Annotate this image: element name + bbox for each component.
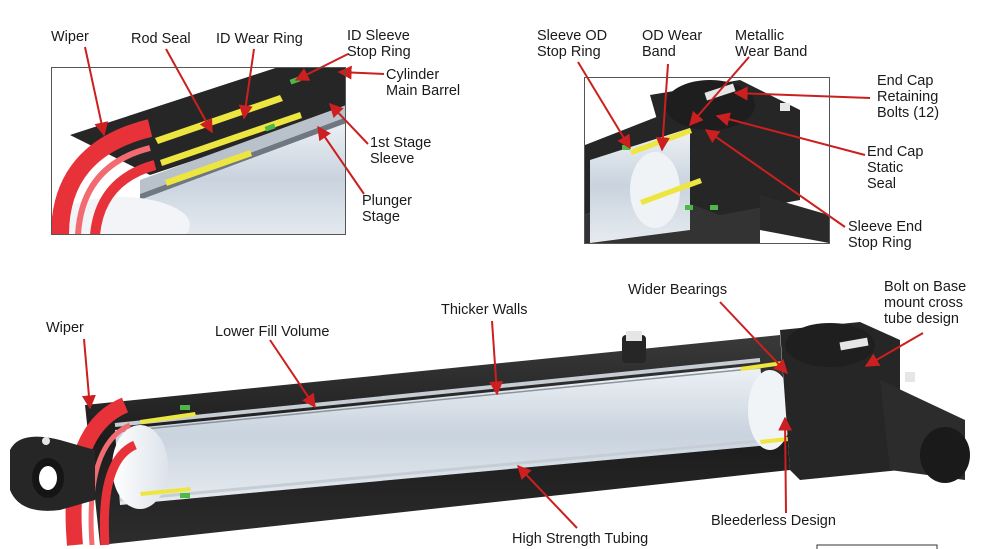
label-plunger-stage: Plunger Stage [362, 193, 412, 225]
callout-arrows [81, 46, 924, 529]
label-high-strength-tubing: High Strength Tubing [512, 531, 649, 547]
label-sleeve-od-stop-ring: Sleeve OD Stop Ring [537, 28, 608, 60]
label-sleeve-end-stop-ring: Sleeve End Stop Ring [848, 219, 923, 251]
label-wider-bearings: Wider Bearings [628, 282, 728, 298]
main-cylinder [10, 322, 970, 546]
label-rod-seal: Rod Seal [131, 31, 191, 47]
inset-frame-right [584, 77, 830, 244]
label-wiper-top: Wiper [51, 29, 89, 45]
label-od-wear-band: OD Wear Band [642, 28, 703, 60]
label-lower-fill-volume: Lower Fill Volume [215, 324, 330, 340]
label-id-wear-ring: ID Wear Ring [216, 31, 303, 47]
label-thicker-walls: Thicker Walls [441, 302, 528, 318]
label-end-cap-static-seal: End Cap Static Seal [867, 144, 924, 192]
label-first-stage-sleeve: 1st Stage Sleeve [370, 135, 432, 167]
label-metallic-wear-band: Metallic Wear Band [735, 28, 808, 60]
label-cylinder-main-barrel: Cylinder Main Barrel [386, 67, 461, 99]
label-id-sleeve-stop-ring: ID Sleeve Stop Ring [347, 28, 411, 60]
label-bolt-on-base: Bolt on Base mount cross tube design [884, 279, 967, 327]
label-wiper-main: Wiper [46, 320, 84, 336]
label-bleederless-design: Bleederless Design [711, 513, 836, 529]
inset-frame-left [51, 67, 346, 235]
label-end-cap-retaining-bolts: End Cap Retaining Bolts (12) [877, 73, 940, 121]
